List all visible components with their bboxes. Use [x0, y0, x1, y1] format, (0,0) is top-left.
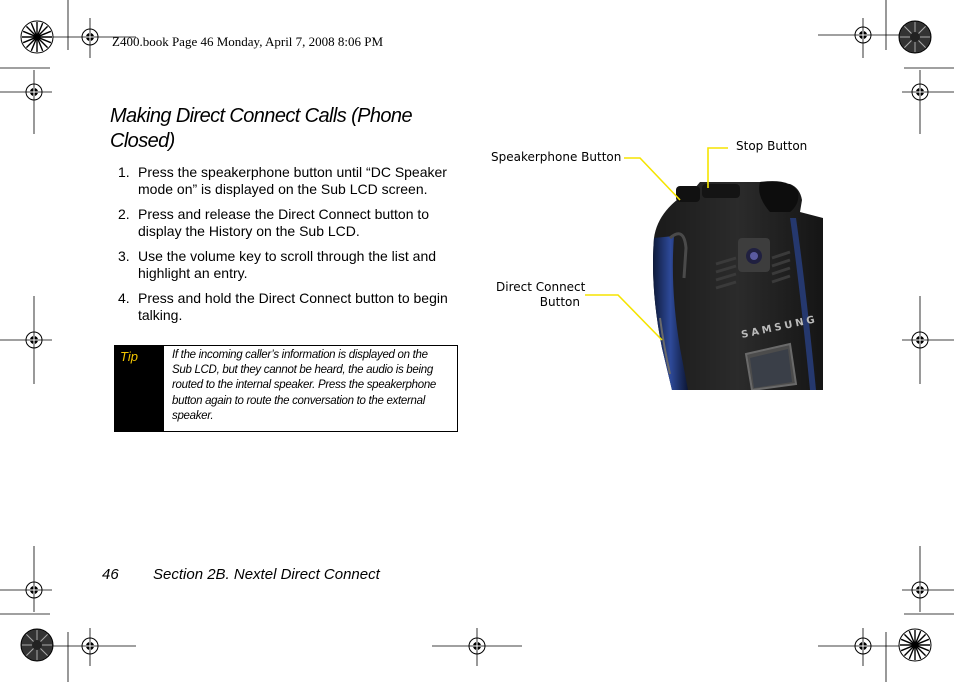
footer-section: Section 2B. Nextel Direct Connect: [153, 566, 380, 583]
running-head: Z400.book Page 46 Monday, April 7, 2008 …: [112, 34, 384, 49]
step-number: 3.: [118, 248, 130, 264]
step-text: Use the volume key to scroll through the…: [138, 248, 437, 281]
section-title: Making Direct Connect Calls (Phone Close…: [110, 105, 413, 152]
stop-button-callout: Stop Button: [736, 139, 808, 153]
step-number: 4.: [118, 290, 130, 306]
list-item: 3. Use the volume key to scroll through t…: [118, 248, 463, 282]
callout-line: Direct Connect: [496, 280, 586, 294]
steps-list: 1. Press the speakerphone button until “D…: [118, 164, 463, 332]
speakerphone-button-callout: Speakerphone Button: [491, 150, 622, 164]
step-number: 1.: [118, 164, 130, 180]
list-item: 4. Press and hold the Direct Connect butt…: [118, 290, 463, 324]
callout-line: Button: [539, 295, 580, 309]
list-item: 1. Press the speakerphone button until “D…: [118, 164, 463, 198]
step-text: Press and release the Direct Connect but…: [138, 206, 430, 239]
step-text: Press the speakerphone button until “DC …: [138, 164, 447, 197]
tip-text: If the incoming caller’s information is …: [172, 349, 437, 422]
direct-connect-button-callout: Direct Connect Button: [496, 280, 586, 310]
page-number: 46: [102, 566, 119, 583]
step-text: Press and hold the Direct Connect button…: [138, 290, 448, 323]
phone-illustration: SAMSUNG: [653, 181, 823, 390]
step-number: 2.: [118, 206, 130, 222]
tip-label: Tip: [115, 346, 164, 431]
tip-box: Tip If the incoming caller’s information…: [114, 345, 458, 432]
list-item: 2. Press and release the Direct Connect b…: [118, 206, 463, 240]
